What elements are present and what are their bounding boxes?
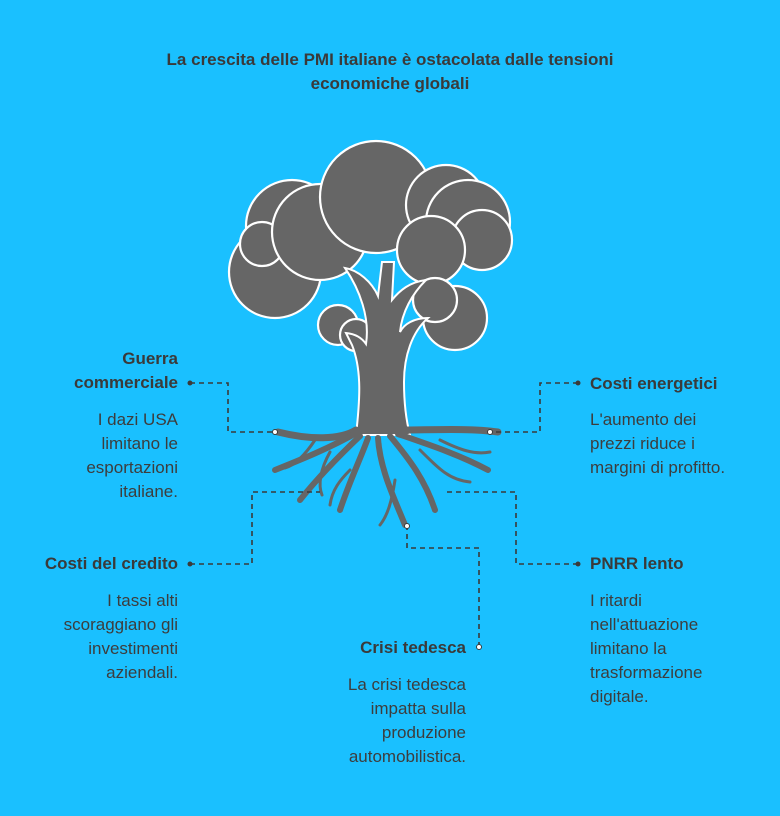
connector-energetici [490, 382, 578, 433]
trunk-shape [342, 261, 431, 436]
desc-crisi-tedesca: La crisi tedesca impatta sulla produzion… [347, 675, 466, 766]
tree-trunk [342, 261, 431, 436]
desc-costi-energetici: L'aumento dei prezzi riduce i margini di… [590, 410, 726, 477]
connector-tedesca [406, 528, 480, 647]
canopy-blob [395, 214, 467, 286]
desc-pnrr-lento: I ritardi nell'attuazione limitano la tr… [590, 591, 703, 706]
connector-guerra [190, 382, 275, 433]
connector-ends [187, 380, 581, 567]
connector-pnrr [445, 491, 578, 565]
connector-credito [190, 491, 320, 565]
label-costi-energetici: Costi energetici [590, 374, 718, 393]
canopy-blob [411, 276, 459, 324]
desc-guerra-commerciale: I dazi USA limitano le esportazioni ital… [86, 410, 178, 501]
label-pnrr-lento: PNRR lento [590, 554, 684, 573]
title-line-1: La crescita delle PMI italiane è ostacol… [166, 50, 614, 69]
page-title: La crescita delle PMI italiane è ostacol… [100, 48, 680, 96]
label-crisi-tedesca: Crisi tedesca [360, 638, 466, 657]
title-line-2: economiche globali [310, 74, 470, 93]
connectors [190, 382, 578, 647]
label-guerra-commerciale: Guerra commerciale [74, 349, 178, 392]
desc-costi-credito: I tassi alti scoraggiano gli investiment… [63, 591, 178, 682]
label-costi-credito: Costi del credito [44, 554, 178, 573]
tree-roots [272, 426, 502, 528]
